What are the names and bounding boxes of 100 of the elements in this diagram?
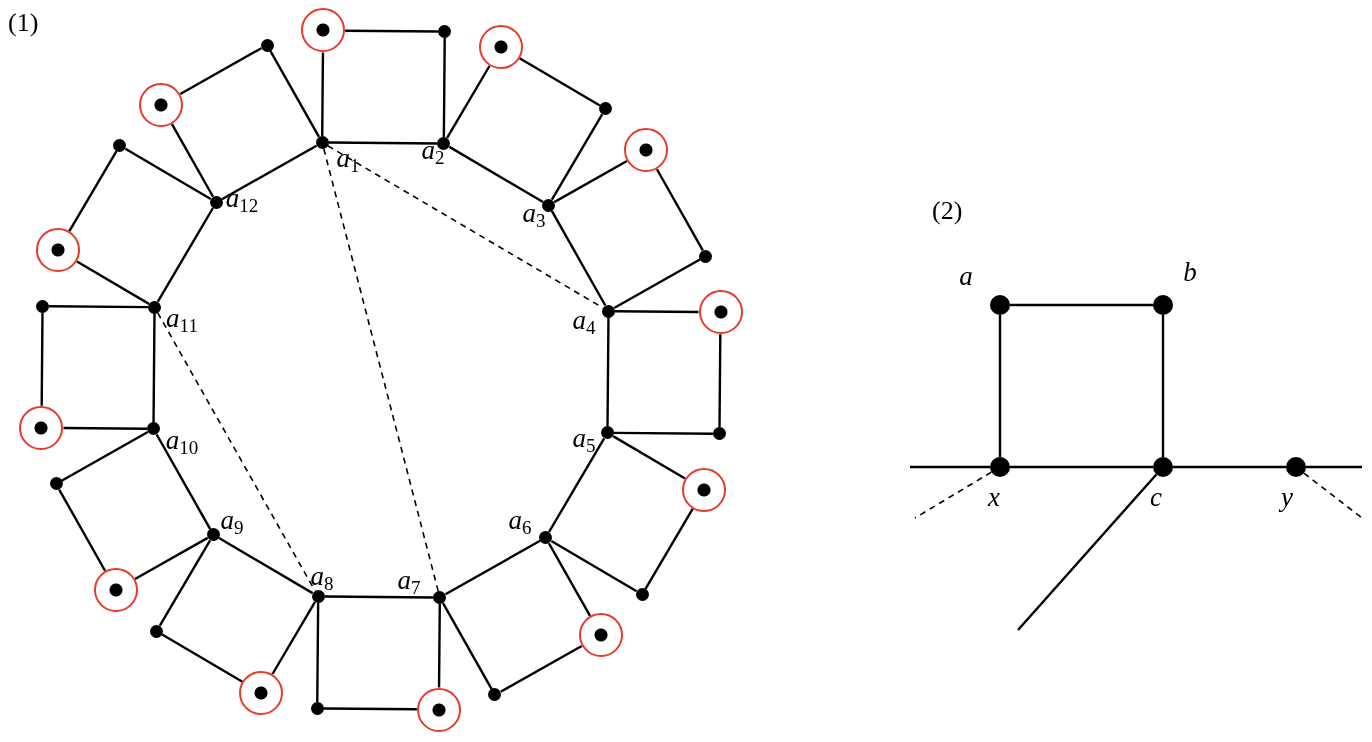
edge-line (1010, 465, 1153, 469)
edge-line (321, 52, 325, 136)
edge-line (448, 145, 544, 204)
edge-line (446, 65, 491, 139)
edge-line (442, 602, 493, 690)
vertex-dot (699, 249, 713, 263)
circled-vertex (239, 670, 284, 715)
circled-vertex (681, 467, 726, 512)
vertex-dot (488, 688, 502, 702)
vertex-label: a$_{3}$ (522, 199, 546, 231)
vertex-label: a (959, 262, 973, 290)
edge-line (345, 29, 439, 33)
edge-line (613, 431, 713, 435)
circled-vertex (93, 567, 138, 612)
vertex-label: y (1281, 483, 1293, 511)
panel-label: (1) (8, 10, 39, 36)
edge-line (547, 542, 592, 617)
edge-line (444, 539, 541, 596)
edge-line (179, 47, 262, 96)
edge-line (1010, 303, 1153, 307)
vertex-dot (147, 422, 160, 436)
vertex-label: c (1150, 483, 1162, 511)
edge-line (1017, 473, 1158, 631)
edge-line (221, 144, 318, 201)
edge-line (1173, 465, 1286, 469)
vertex-dot (635, 587, 649, 601)
vertex-label: a$_{7}$ (397, 566, 421, 598)
circled-vertex (36, 228, 81, 273)
edge-line (323, 707, 417, 711)
edge-line (1306, 465, 1362, 469)
edge-line (550, 539, 638, 593)
edge-line (553, 159, 628, 204)
vertex-label: a$_{2}$ (421, 136, 445, 168)
edge-line (61, 431, 149, 482)
edge-line (269, 50, 320, 138)
vertex-label: a$_{4}$ (572, 306, 596, 338)
circled-vertex (478, 25, 523, 70)
vertex-dot (113, 139, 127, 153)
vertex-dot (433, 591, 447, 604)
edge-line (613, 258, 701, 309)
edge-line (1161, 315, 1165, 457)
edge-line (316, 602, 320, 702)
edge-line (218, 536, 314, 595)
vertex-dot (1153, 457, 1173, 477)
edge-line (612, 435, 686, 480)
vertex-dot (206, 528, 220, 542)
panel-label: (2) (932, 198, 963, 224)
edge-line (547, 437, 606, 533)
edge-line (324, 595, 434, 599)
edge-line (40, 312, 44, 406)
vertex-label: a$_{6}$ (508, 506, 532, 538)
vertex-dot (1153, 295, 1173, 315)
edge-line (550, 113, 604, 201)
edge-line (76, 260, 150, 305)
vertex-dot (49, 477, 63, 491)
vertex-dot (36, 299, 50, 313)
edge-line (437, 604, 441, 688)
vertex-label: a$_{5}$ (572, 424, 596, 456)
edge-line (718, 334, 722, 428)
edge-line (134, 536, 209, 581)
vertex-dot (600, 426, 614, 440)
vertex-dot (598, 102, 612, 116)
vertex-dot (990, 295, 1010, 315)
edge-line (161, 633, 243, 683)
edge-line (152, 313, 156, 423)
vertex-dot (260, 38, 274, 52)
vertex-label: a$_{10}$ (165, 426, 199, 458)
vertex-dot (311, 589, 325, 603)
vertex-label: a$_{9}$ (220, 506, 244, 538)
edge-line (124, 147, 212, 201)
edge-line (500, 644, 583, 693)
vertex-dot (437, 137, 451, 151)
edge-line (644, 508, 694, 590)
edge-line (156, 207, 215, 303)
edge-line (910, 465, 990, 469)
vertex-label: a$_{11}$ (166, 304, 198, 336)
vertex-label: x (988, 483, 1000, 511)
edge-line (63, 426, 147, 430)
vertex-dot (1286, 457, 1306, 477)
vertex-dot (150, 624, 164, 638)
edge-line (58, 489, 107, 572)
edge-line (655, 168, 704, 251)
vertex-dot (602, 304, 615, 318)
edge-line (328, 141, 438, 145)
dashed-edge-line (1303, 472, 1363, 519)
dashed-edge-line (914, 471, 993, 519)
circled-vertex (624, 128, 669, 173)
edge-line (271, 601, 316, 675)
vertex-label: a$_{1}$ (336, 144, 360, 176)
circled-vertex (578, 613, 623, 658)
circled-vertex (139, 82, 184, 127)
vertex-label: b (1183, 258, 1197, 286)
vertex-dot (990, 457, 1010, 477)
edge-line (550, 210, 607, 307)
edge-line (442, 38, 446, 138)
edge-line (998, 315, 1002, 457)
vertex-dot (209, 195, 223, 209)
edge-line (170, 123, 215, 198)
dashed-edge-line (323, 148, 439, 592)
vertex-dot (712, 427, 726, 441)
